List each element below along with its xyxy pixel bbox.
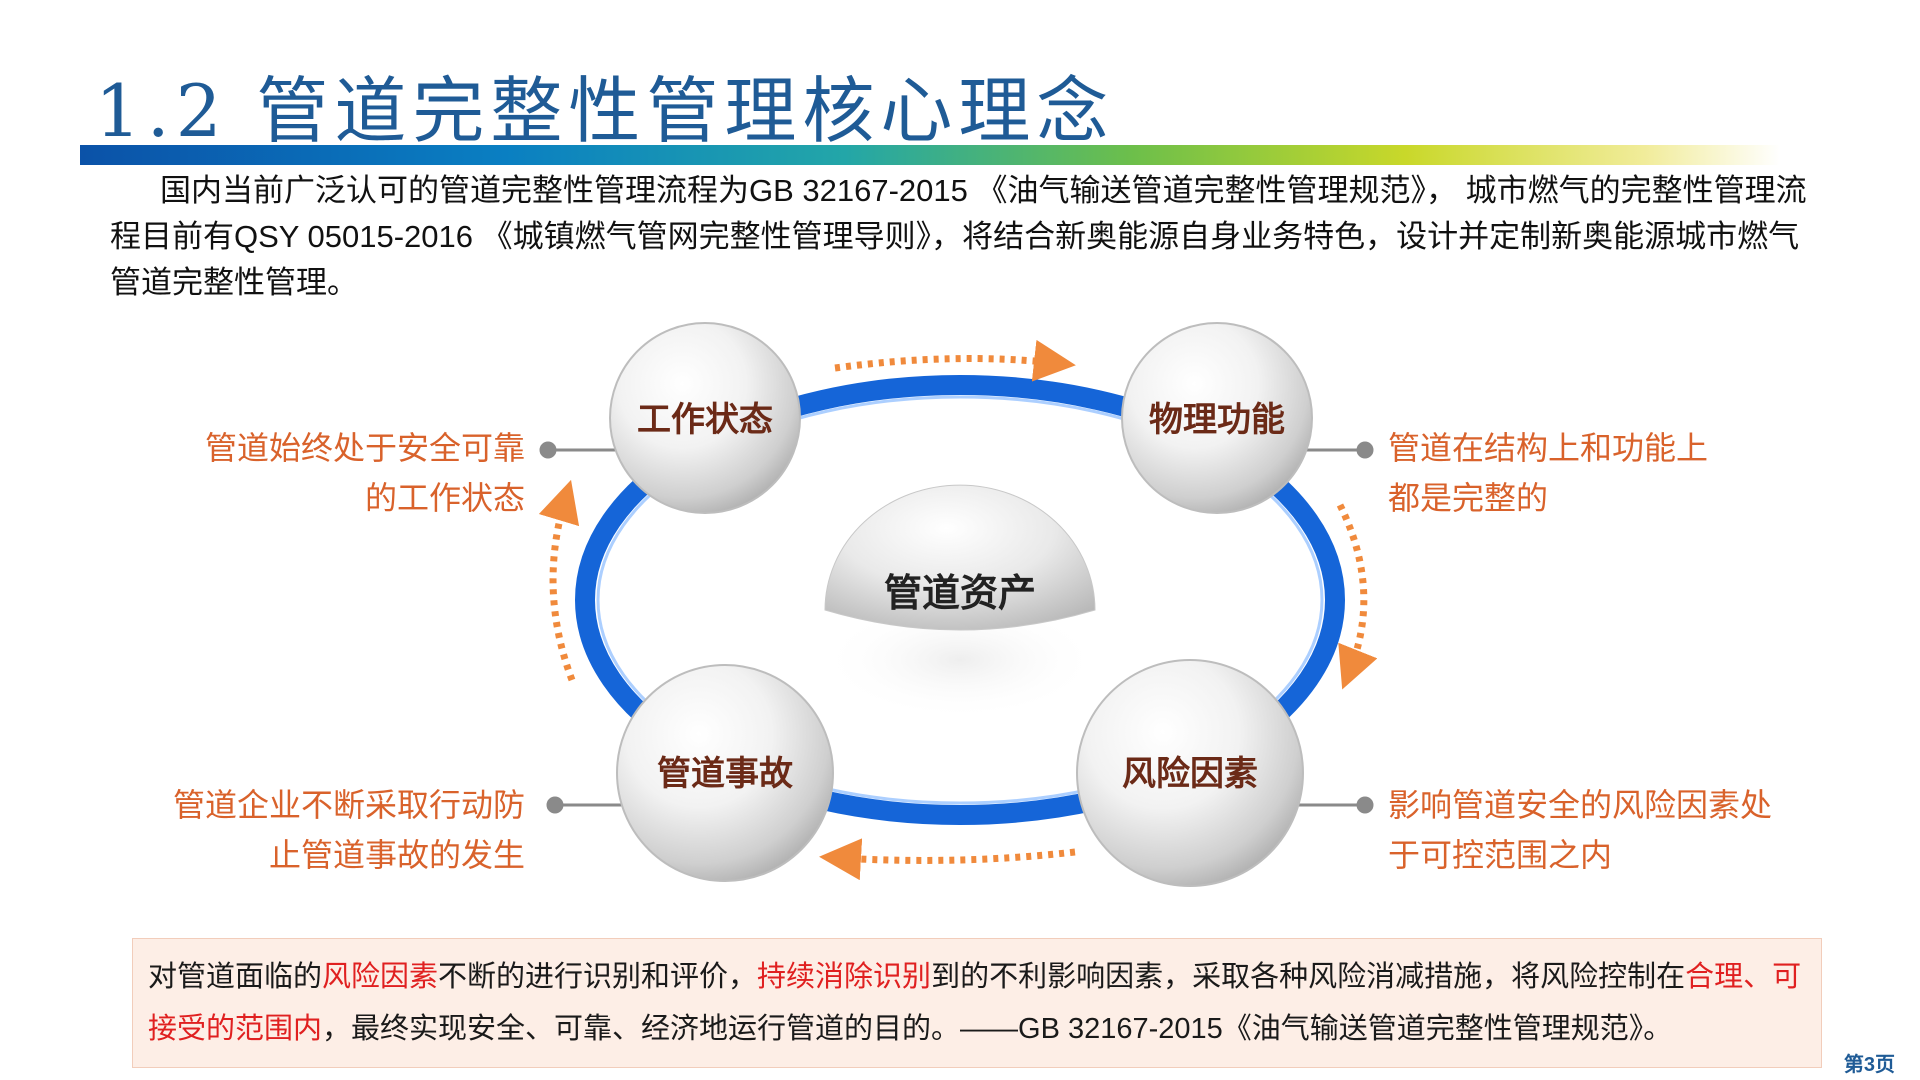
- desc-risk-factor: 影响管道安全的风险因素处 于可控范围之内: [1388, 780, 1772, 880]
- node-label-work-status: 工作状态: [637, 401, 773, 439]
- desc-line: 都是完整的: [1388, 480, 1549, 516]
- center-label: 管道资产: [883, 573, 1036, 615]
- title-gradient-bar: [80, 145, 1780, 165]
- quote-text-part: 到的不利影响因素，采取各种风险消减措施，将风险控制在: [931, 961, 1686, 993]
- quote-highlight: 风险因素: [322, 961, 439, 993]
- node-sphere-pipeline-accident: [616, 664, 834, 882]
- page-number: 第3页: [1843, 1054, 1895, 1076]
- quote-text-part: 对管道面临的: [148, 961, 323, 993]
- quote-highlight: 持续消除识别: [757, 961, 932, 993]
- desc-line: 于可控范围之内: [1388, 837, 1613, 873]
- page-title: 1.2 管道完整性管理核心理念: [95, 69, 1115, 153]
- desc-line: 止管道事故的发生: [268, 837, 525, 873]
- node-label-risk-factor: 风险因素: [1122, 755, 1258, 793]
- node-label-physical-function: 物理功能: [1149, 401, 1285, 439]
- summary-quote-text: 对管道面临的风险因素不断的进行识别和评价，持续消除识别到的不利影响因素，采取各种…: [148, 951, 1808, 1055]
- node-sphere-work-status: [609, 322, 801, 514]
- quote-text-part: 不断的进行识别和评价，: [438, 961, 758, 993]
- desc-work-status: 管道始终处于安全可靠 的工作状态: [180, 423, 525, 523]
- desc-line: 管道始终处于安全可靠: [204, 430, 525, 466]
- intro-paragraph: 国内当前广泛认可的管道完整性管理流程为GB 32167-2015 《油气输送管道…: [110, 173, 1807, 300]
- node-sphere-physical-function: [1121, 322, 1313, 514]
- desc-line: 的工作状态: [364, 480, 525, 516]
- arrow-left: [538, 479, 580, 682]
- cycle-ring: [575, 375, 1345, 825]
- center-dome: [824, 484, 1096, 631]
- desc-pipeline-accident: 管道企业不断采取行动防 止管道事故的发生: [140, 780, 525, 880]
- desc-physical-function: 管道在结构上和功能上 都是完整的: [1388, 423, 1708, 523]
- summary-quote-box: 对管道面临的风险因素不断的进行识别和评价，持续消除识别到的不利影响因素，采取各种…: [132, 938, 1822, 1068]
- arrow-bottom: [819, 838, 1076, 881]
- quote-highlight: 合理、可接受的范围内: [148, 961, 1802, 1045]
- desc-line: 管道在结构上和功能上: [1388, 430, 1709, 466]
- node-label-pipeline-accident: 管道事故: [657, 755, 793, 793]
- node-sphere-risk-factor: [1076, 659, 1304, 887]
- arrow-right: [1336, 503, 1378, 690]
- quote-text-part: ，最终实现安全、可靠、经济地运行管道的目的。——GB 32167-2015《油气…: [322, 1013, 1673, 1045]
- connector-dot: [539, 441, 557, 459]
- arrow-top: [834, 339, 1076, 382]
- desc-line: 管道企业不断采取行动防: [172, 787, 525, 823]
- desc-line: 影响管道安全的风险因素处: [1388, 787, 1773, 823]
